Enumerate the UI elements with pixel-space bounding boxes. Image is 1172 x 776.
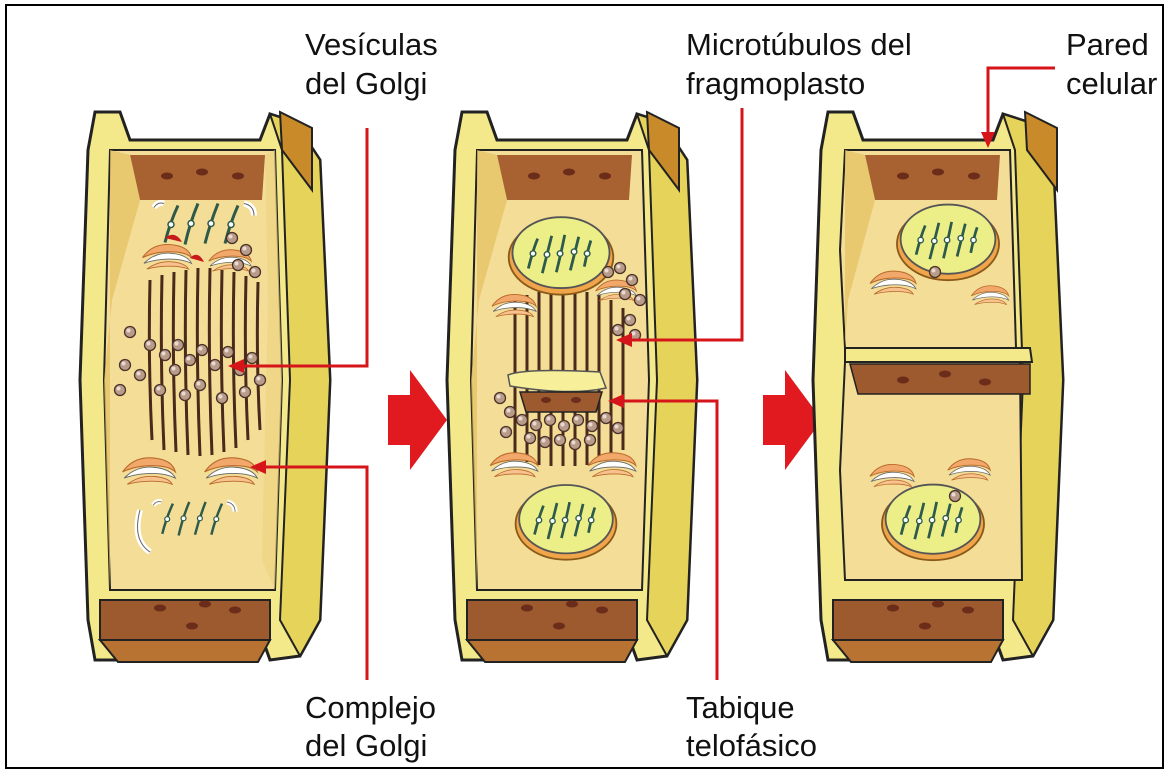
label-vesiculas-line1: Vesículas	[305, 27, 438, 62]
cell-2	[447, 112, 697, 662]
label-vesiculas-line2: del Golgi	[305, 66, 427, 101]
label-pared-line1: Pared	[1066, 27, 1149, 62]
label-tabique-line2: telofásico	[686, 728, 817, 763]
label-pared-line2: celular	[1066, 66, 1157, 101]
label-microtubulos: Microtúbulos del fragmoplasto	[686, 27, 912, 101]
cell-1	[80, 112, 330, 662]
label-microtubulos-line2: fragmoplasto	[686, 66, 865, 101]
label-microtubulos-line1: Microtúbulos del	[686, 27, 912, 62]
label-complejo-golgi: Complejo del Golgi	[305, 690, 436, 763]
label-tabique-telofasico: Tabique telofásico	[686, 690, 817, 763]
label-tabique-line1: Tabique	[686, 690, 795, 725]
label-complejo-line2: del Golgi	[305, 728, 427, 763]
label-complejo-line1: Complejo	[305, 690, 436, 725]
cell-3	[813, 112, 1063, 662]
label-pared-celular: Pared celular	[1066, 27, 1157, 101]
progress-arrow-1	[388, 370, 447, 470]
label-vesiculas-golgi: Vesículas del Golgi	[305, 27, 438, 101]
